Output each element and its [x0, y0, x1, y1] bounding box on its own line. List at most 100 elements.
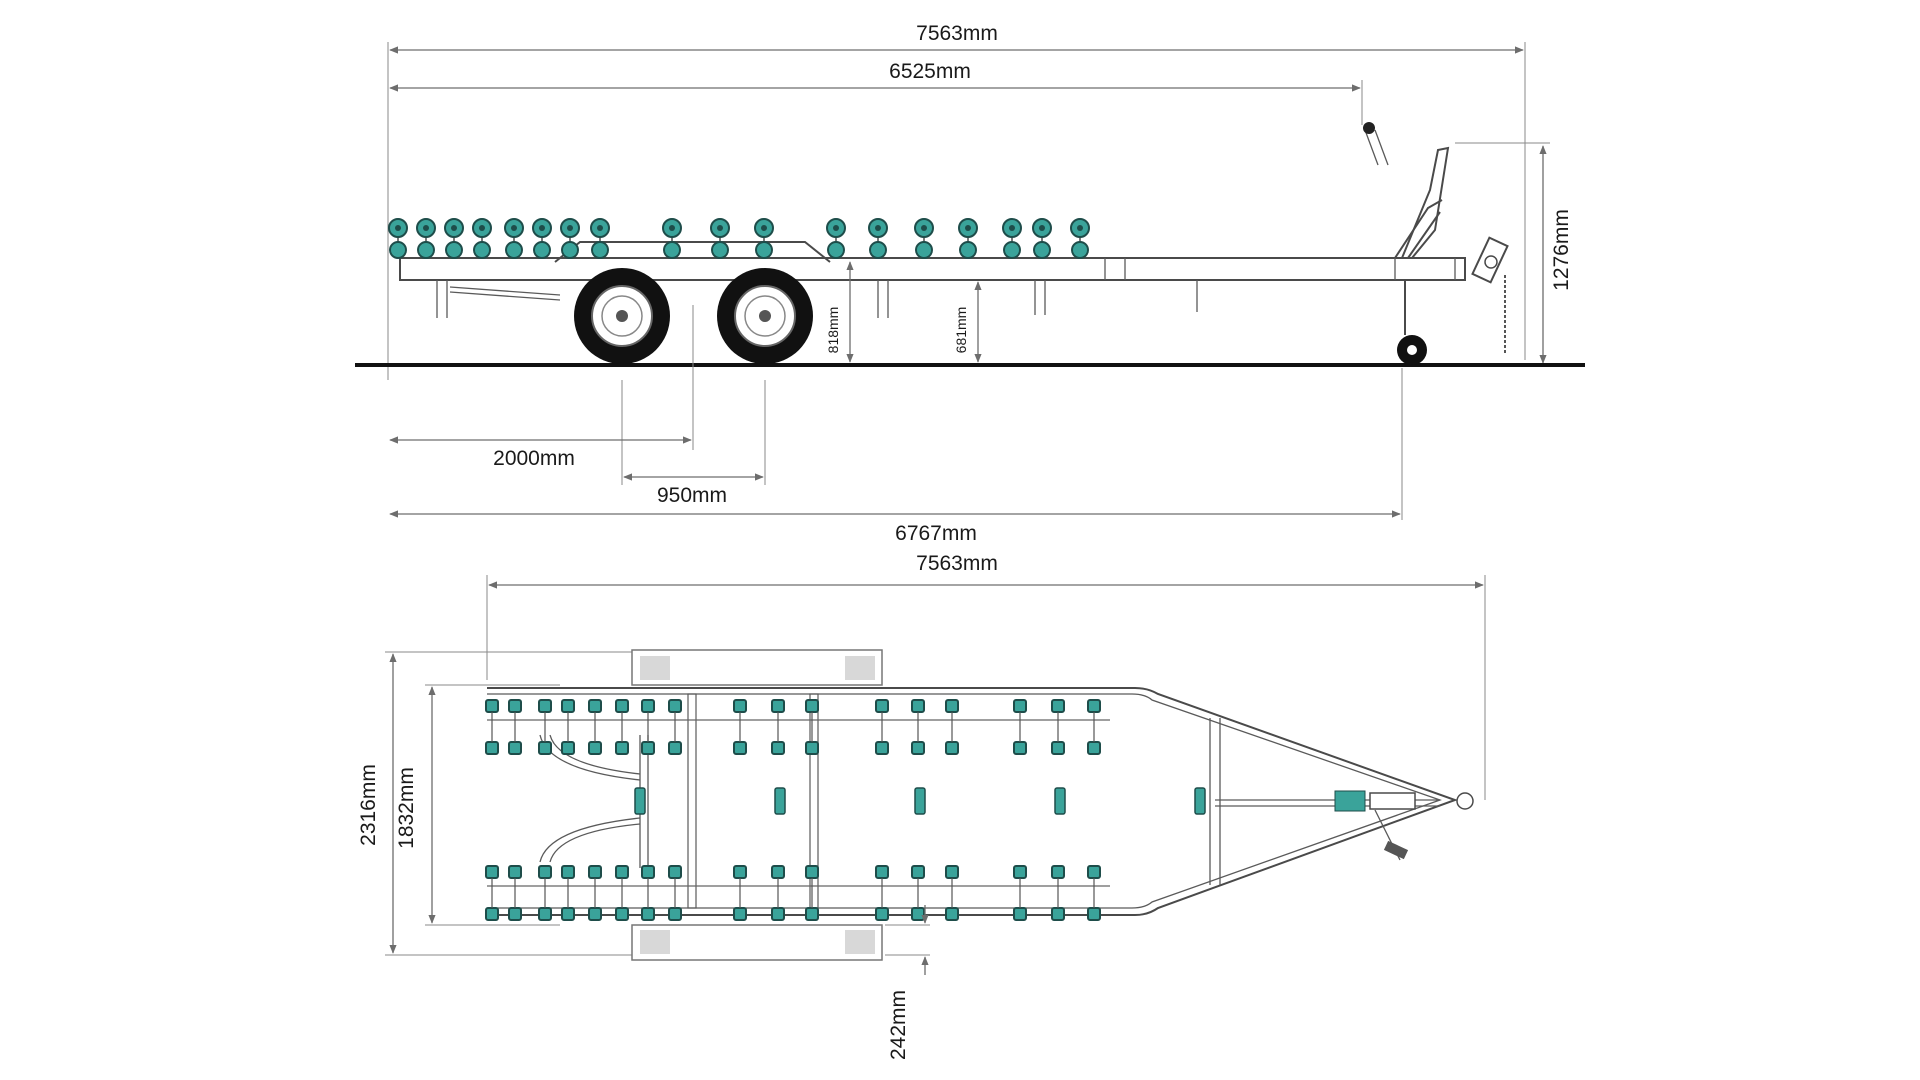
roller — [668, 907, 682, 921]
roller — [561, 865, 575, 879]
roller — [1033, 241, 1051, 259]
roller — [733, 907, 747, 921]
roller — [827, 241, 845, 259]
roller — [668, 699, 682, 713]
roller — [615, 907, 629, 921]
roller — [561, 741, 575, 755]
roller — [875, 865, 889, 879]
top-view: 7563mm 2316mm 1832mm — [357, 552, 1486, 1060]
label-axle-position: 2000mm — [493, 447, 575, 470]
roller — [805, 865, 819, 879]
roller — [1051, 865, 1065, 879]
dimension-height: 1276mm — [1455, 142, 1573, 364]
dimension-overall-length-top: 7563mm — [486, 552, 1486, 800]
roller — [508, 699, 522, 713]
side-view-wheels — [574, 268, 813, 364]
roller — [771, 741, 785, 755]
roller — [1013, 865, 1027, 879]
roller — [911, 865, 925, 879]
winch-post — [1363, 122, 1450, 259]
roller — [505, 241, 523, 259]
dimension-fender-width: 242mm — [885, 905, 930, 1060]
dimension-overall-width: 2316mm — [357, 651, 640, 956]
roller — [1071, 241, 1089, 259]
roller — [588, 865, 602, 879]
roller — [668, 865, 682, 879]
roller — [641, 865, 655, 879]
roller — [869, 241, 887, 259]
roller — [755, 241, 773, 259]
roller — [911, 699, 925, 713]
roller — [389, 241, 407, 259]
main-frame-beam — [399, 257, 1466, 301]
roller — [1003, 241, 1021, 259]
roller — [538, 907, 552, 921]
dimension-body-length: 6767mm — [389, 510, 1401, 545]
roller — [533, 241, 551, 259]
jack-wheel — [1397, 280, 1427, 365]
label-overall-width: 2316mm — [357, 764, 380, 846]
roller — [485, 741, 499, 755]
roller — [1013, 699, 1027, 713]
center-roller — [914, 787, 926, 815]
roller — [1087, 907, 1101, 921]
roller — [641, 907, 655, 921]
roller — [561, 241, 579, 259]
roller — [485, 907, 499, 921]
roller — [875, 741, 889, 755]
trailer-frame-top — [487, 687, 1458, 916]
roller — [561, 907, 575, 921]
dimension-axle-spacing: 950mm — [623, 473, 764, 507]
roller — [588, 741, 602, 755]
bunk-posts — [436, 280, 1198, 318]
label-axle-spacing: 950mm — [657, 484, 727, 507]
dimension-bunk-height: 681mm — [953, 281, 982, 363]
center-roller — [634, 787, 646, 815]
dimension-overall-length-side: 7563mm — [387, 22, 1526, 380]
roller — [1087, 741, 1101, 755]
roller — [805, 741, 819, 755]
coupler-assembly — [1394, 199, 1509, 355]
coupler-top — [1334, 790, 1474, 861]
label-to-jack: 6525mm — [889, 60, 971, 83]
roller — [805, 907, 819, 921]
roller — [945, 865, 959, 879]
dimension-axle-position: 2000mm — [389, 305, 766, 485]
roller — [1051, 907, 1065, 921]
roller — [733, 699, 747, 713]
label-overall-length-top: 7563mm — [916, 552, 998, 575]
label-frame-height: 818mm — [825, 307, 841, 354]
roller — [508, 907, 522, 921]
roller — [508, 741, 522, 755]
roller — [771, 865, 785, 879]
fender-top — [631, 649, 883, 686]
roller — [588, 907, 602, 921]
roller — [538, 741, 552, 755]
roller — [641, 699, 655, 713]
roller — [875, 699, 889, 713]
roller — [1087, 699, 1101, 713]
roller — [915, 241, 933, 259]
roller — [959, 241, 977, 259]
roller — [733, 741, 747, 755]
roller — [945, 699, 959, 713]
roller — [945, 907, 959, 921]
label-overall-length-side: 7563mm — [916, 22, 998, 45]
center-roller — [1194, 787, 1206, 815]
label-body-length: 6767mm — [895, 522, 977, 545]
roller — [1013, 741, 1027, 755]
center-roller — [774, 787, 786, 815]
roller — [538, 699, 552, 713]
roller — [417, 241, 435, 259]
dimension-to-jack: 6525mm — [389, 60, 1363, 125]
roller — [591, 241, 609, 259]
roller — [663, 241, 681, 259]
roller — [911, 907, 925, 921]
roller — [1013, 907, 1027, 921]
roller — [1051, 699, 1065, 713]
roller — [875, 907, 889, 921]
roller — [508, 865, 522, 879]
label-bunk-height: 681mm — [953, 307, 969, 354]
label-height: 1276mm — [1550, 209, 1573, 291]
